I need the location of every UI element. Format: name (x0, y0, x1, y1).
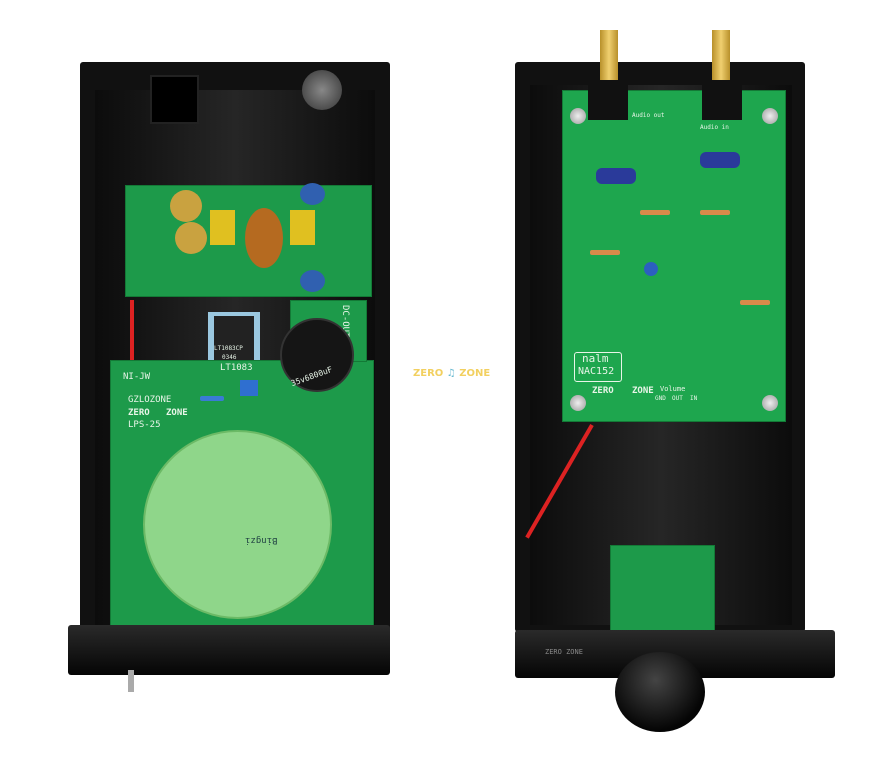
filter-capacitor (170, 190, 202, 222)
electrolytic-capacitor (644, 262, 658, 276)
inductor (245, 208, 283, 268)
screw (570, 108, 586, 124)
transformer (143, 430, 332, 619)
wire-red (130, 300, 134, 360)
audio-in-label: Audio in (700, 124, 729, 131)
rca-socket (588, 80, 628, 120)
rca-socket (702, 80, 742, 120)
pcb-zone: ZONE (632, 386, 654, 396)
volume-pcb (610, 545, 715, 632)
volume-knob[interactable] (615, 652, 705, 732)
rca-jack-out (600, 30, 618, 80)
y-capacitor (300, 183, 325, 205)
watermark: ZERO ♫ ZONE (413, 368, 490, 379)
dc-jack (302, 70, 342, 110)
resistor (200, 396, 224, 401)
resistor (700, 210, 730, 215)
resistor (590, 250, 620, 255)
pcb-zero: ZERO (128, 408, 150, 418)
filter-capacitor (175, 222, 207, 254)
y-capacitor (300, 270, 325, 292)
left-front-panel (68, 625, 390, 675)
x-capacitor (210, 210, 235, 245)
film-capacitor (700, 152, 740, 168)
watermark-zero: ZERO (413, 368, 444, 379)
resistor (740, 300, 770, 305)
rca-jack-in (712, 30, 730, 80)
ac-in-label: NI-JW (123, 372, 151, 382)
watermark-zone: ZONE (459, 368, 491, 379)
pcb-model: LPS-25 (128, 420, 161, 430)
film-capacitor (596, 168, 636, 184)
x-capacitor (290, 210, 315, 245)
pcb-brand: GZLOZONE (128, 395, 172, 405)
music-note-icon: ♫ (446, 368, 456, 379)
screw (762, 395, 778, 411)
regulator-code: 0346 (222, 354, 237, 361)
power-switch (128, 670, 134, 692)
pcb-label-lt1083: LT1083 (220, 363, 253, 373)
iec-socket (150, 75, 199, 124)
panel-logo: ZERO ZONE (545, 648, 583, 656)
in-label: IN (690, 395, 698, 402)
amp-pcb (562, 90, 786, 422)
transformer-label: Bingzi (245, 535, 278, 545)
pcb-zero: ZERO (592, 386, 614, 396)
brand-box (574, 352, 622, 382)
audio-out-label: Audio out (632, 112, 665, 119)
main-capacitor (280, 318, 354, 392)
screw (762, 108, 778, 124)
volume-label: Volume (660, 385, 686, 393)
out-label: OUT (672, 395, 683, 402)
dc-out-label: DC-OUT (340, 305, 350, 338)
psu-filter-pcb (125, 185, 372, 297)
brand-label: nalm (582, 352, 609, 365)
resistor (640, 210, 670, 215)
trimmer (240, 380, 258, 396)
model-label: NAC152 (578, 366, 615, 377)
regulator-label: LT1083CP (214, 345, 243, 352)
gnd-label: GND (655, 395, 666, 402)
screw (570, 395, 586, 411)
pcb-zone: ZONE (166, 408, 188, 418)
regulator-chip (214, 316, 254, 366)
